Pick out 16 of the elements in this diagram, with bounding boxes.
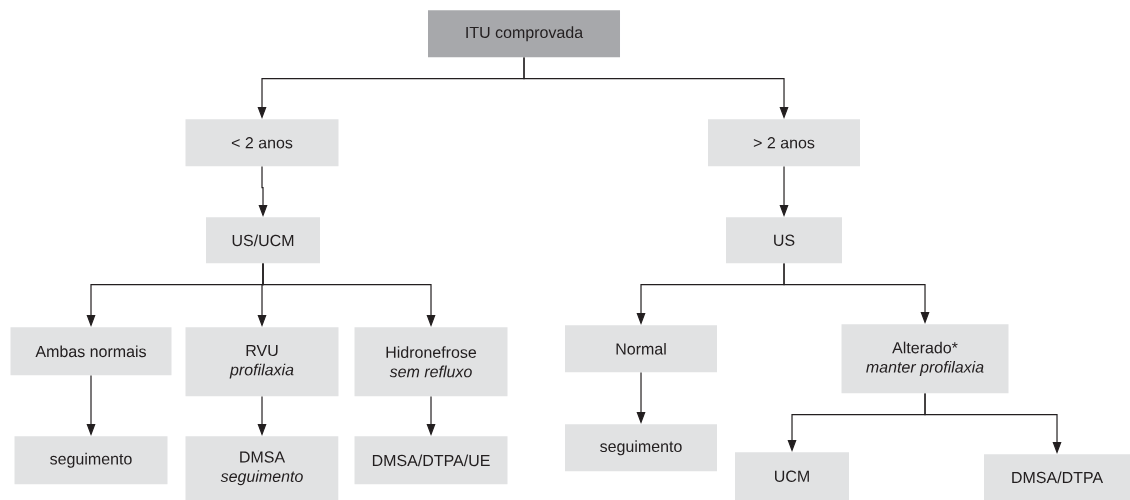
process-box: DMSA seguimento [185,436,339,500]
process-box: US [726,217,842,264]
process-box: Alterado* manter profilaxia [841,324,1009,394]
process-box: DMSA/DTPA/UE [354,436,508,485]
process-box: > 2 anos [708,119,860,167]
start-box: ITU comprovada [428,10,620,58]
process-box: UCM [735,452,849,500]
process-box: US/UCM [206,217,320,264]
process-box: Hidronefrose sem refluxo [354,327,508,397]
process-box: seguimento [565,424,717,472]
process-box: < 2 anos [185,119,339,167]
process-box: Ambas normais [10,327,172,376]
process-box: Normal [565,325,717,373]
process-box: RVU profilaxia [185,327,339,397]
process-box: seguimento [14,436,168,485]
process-box: DMSA/DTPA [984,454,1130,500]
